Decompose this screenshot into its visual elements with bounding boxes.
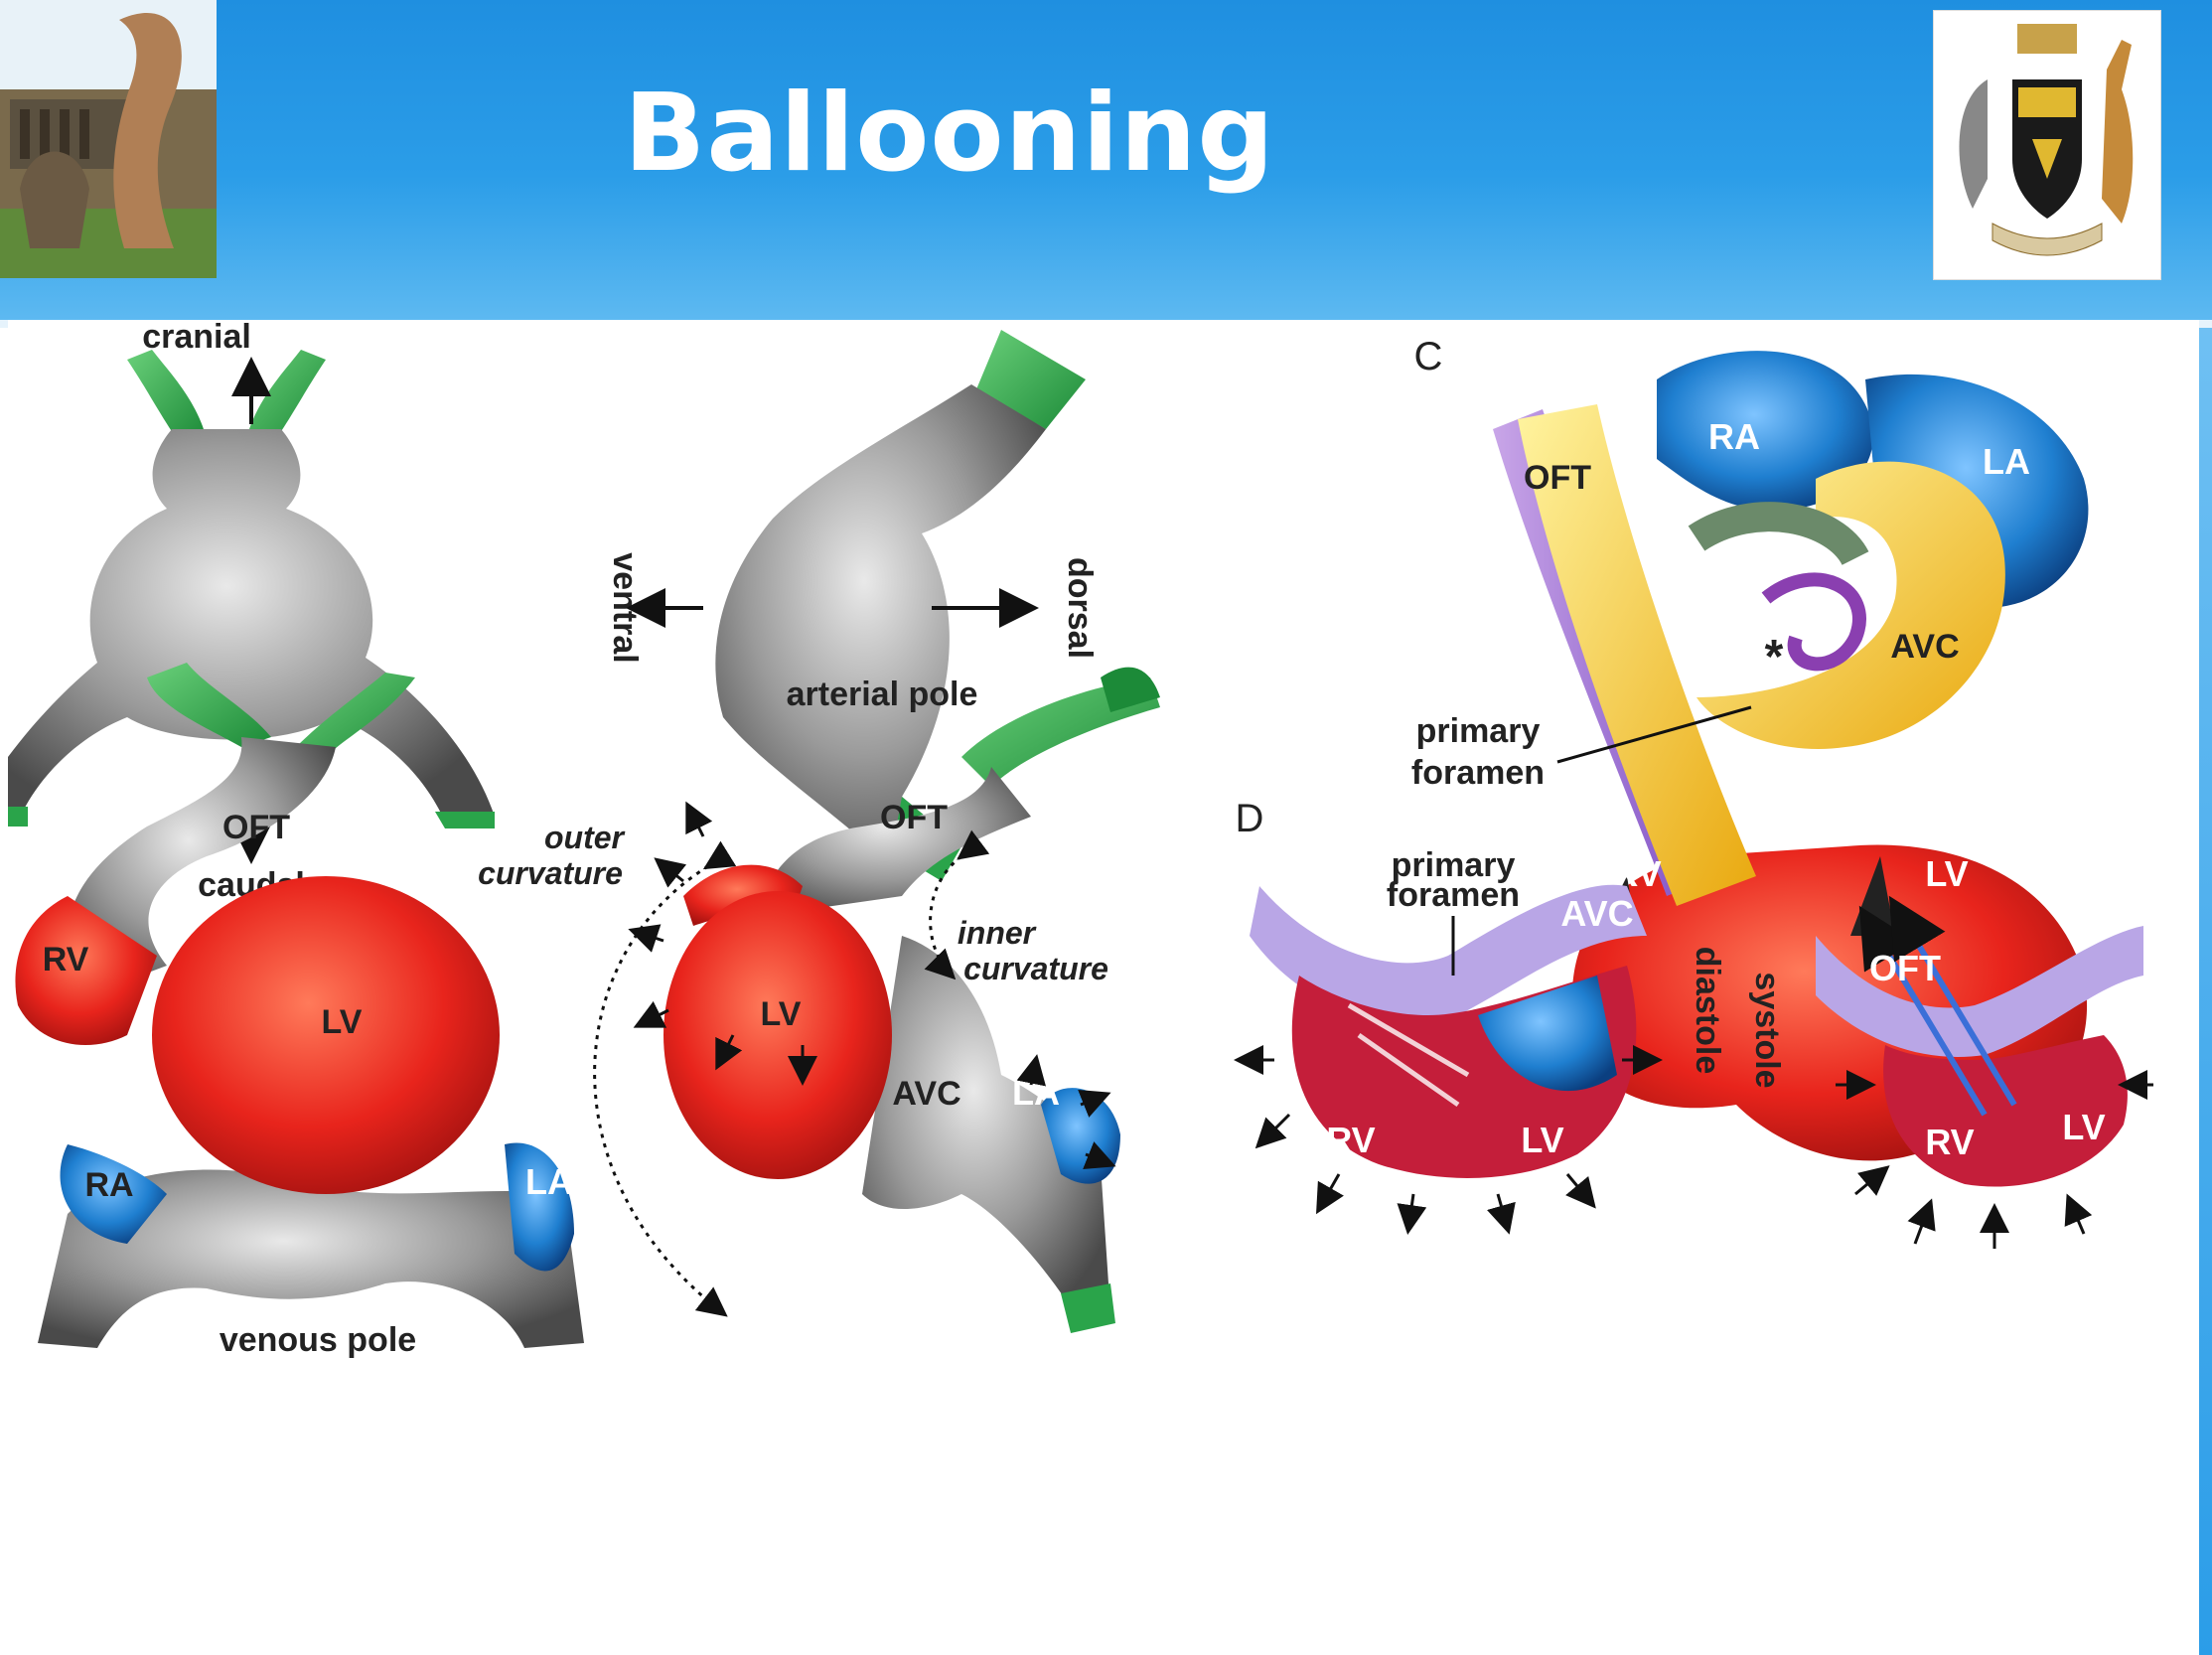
panel-d-label-rv-left: RV: [1326, 1120, 1375, 1160]
label-oft-right: OFT: [880, 799, 948, 836]
expansion-arrows: [628, 801, 1116, 1170]
systole-outflow-arrows: [1858, 895, 2017, 1117]
panel-d-primary-foramen-line1: primary: [1392, 846, 1516, 884]
panel-c-asterisk: *: [1765, 631, 1784, 683]
panel-c-label-lv: LV: [1925, 853, 1968, 894]
label-oft-left: OFT: [222, 809, 290, 846]
heart-tube-lateral-view: [715, 330, 1086, 881]
outer-curvature-arc: [593, 840, 737, 1317]
university-crest-logo: [1933, 10, 2161, 280]
label-avc: AVC: [892, 1075, 960, 1113]
panel-d-label-lv-left: LV: [1521, 1120, 1563, 1160]
label-la-left: LA: [525, 1161, 573, 1202]
panel-c-label-avc: AVC: [1890, 628, 1959, 666]
label-inner-curvature-line1: inner: [958, 915, 1037, 951]
panel-c-primary-foramen-line1: primary: [1416, 712, 1541, 750]
panel-d-label-avc: AVC: [1560, 893, 1633, 934]
label-la-right: LA: [1012, 1072, 1060, 1113]
panel-c-label-oft: OFT: [1524, 459, 1591, 497]
label-inner-curvature-line2: curvature: [963, 951, 1108, 986]
label-ra-left: RA: [84, 1166, 133, 1204]
panel-d-wall-arrows: [1234, 1045, 2153, 1249]
label-lv-right: LV: [761, 995, 802, 1033]
panel-d-diastole-heart: [1250, 884, 1647, 1178]
label-cranial: cranial: [142, 320, 251, 356]
panel-c-label-la: LA: [1983, 441, 2030, 482]
panel-d-letter: D: [1236, 797, 1264, 840]
label-venous-pole: venous pole: [220, 1321, 416, 1359]
panel-c-primary-foramen-line2: foramen: [1411, 754, 1545, 792]
label-outer-curvature-line1: outer: [544, 820, 626, 855]
label-diastole: diastole: [1689, 947, 1726, 1074]
panel-c-foramen-pointer: [1556, 705, 1752, 764]
heart-tube-frontal-view: [8, 350, 495, 828]
panel-c-label-ra: RA: [1708, 416, 1760, 457]
panel-d-label-oft: OFT: [1869, 948, 1941, 988]
slide-edge-accent: [2199, 328, 2212, 1655]
slide-header: [0, 0, 2212, 320]
slide-title: Ballooning: [624, 72, 1275, 196]
heart-ballooning-diagram: cranial caudal ventral dorsal OFT RV LV …: [8, 320, 2199, 1655]
panel-d-label-lv-right: LV: [2062, 1107, 2105, 1147]
label-arterial-pole: arterial pole: [787, 676, 978, 713]
label-outer-curvature-line2: curvature: [478, 855, 623, 891]
label-rv-left: RV: [43, 941, 89, 978]
label-dorsal: dorsal: [1061, 557, 1099, 659]
label-lv-left: LV: [322, 1003, 363, 1041]
campus-photo-logo: [0, 0, 217, 278]
panel-d-systole-heart: [1816, 895, 2143, 1187]
inner-curvature-arc: [924, 829, 990, 980]
panel-d-label-rv-right: RV: [1925, 1122, 1974, 1162]
looped-heart-frontal: [15, 663, 584, 1348]
panel-d-primary-foramen-line2: foramen: [1387, 876, 1520, 914]
label-systole: systole: [1748, 972, 1786, 1088]
panel-c-letter: C: [1414, 335, 1443, 378]
